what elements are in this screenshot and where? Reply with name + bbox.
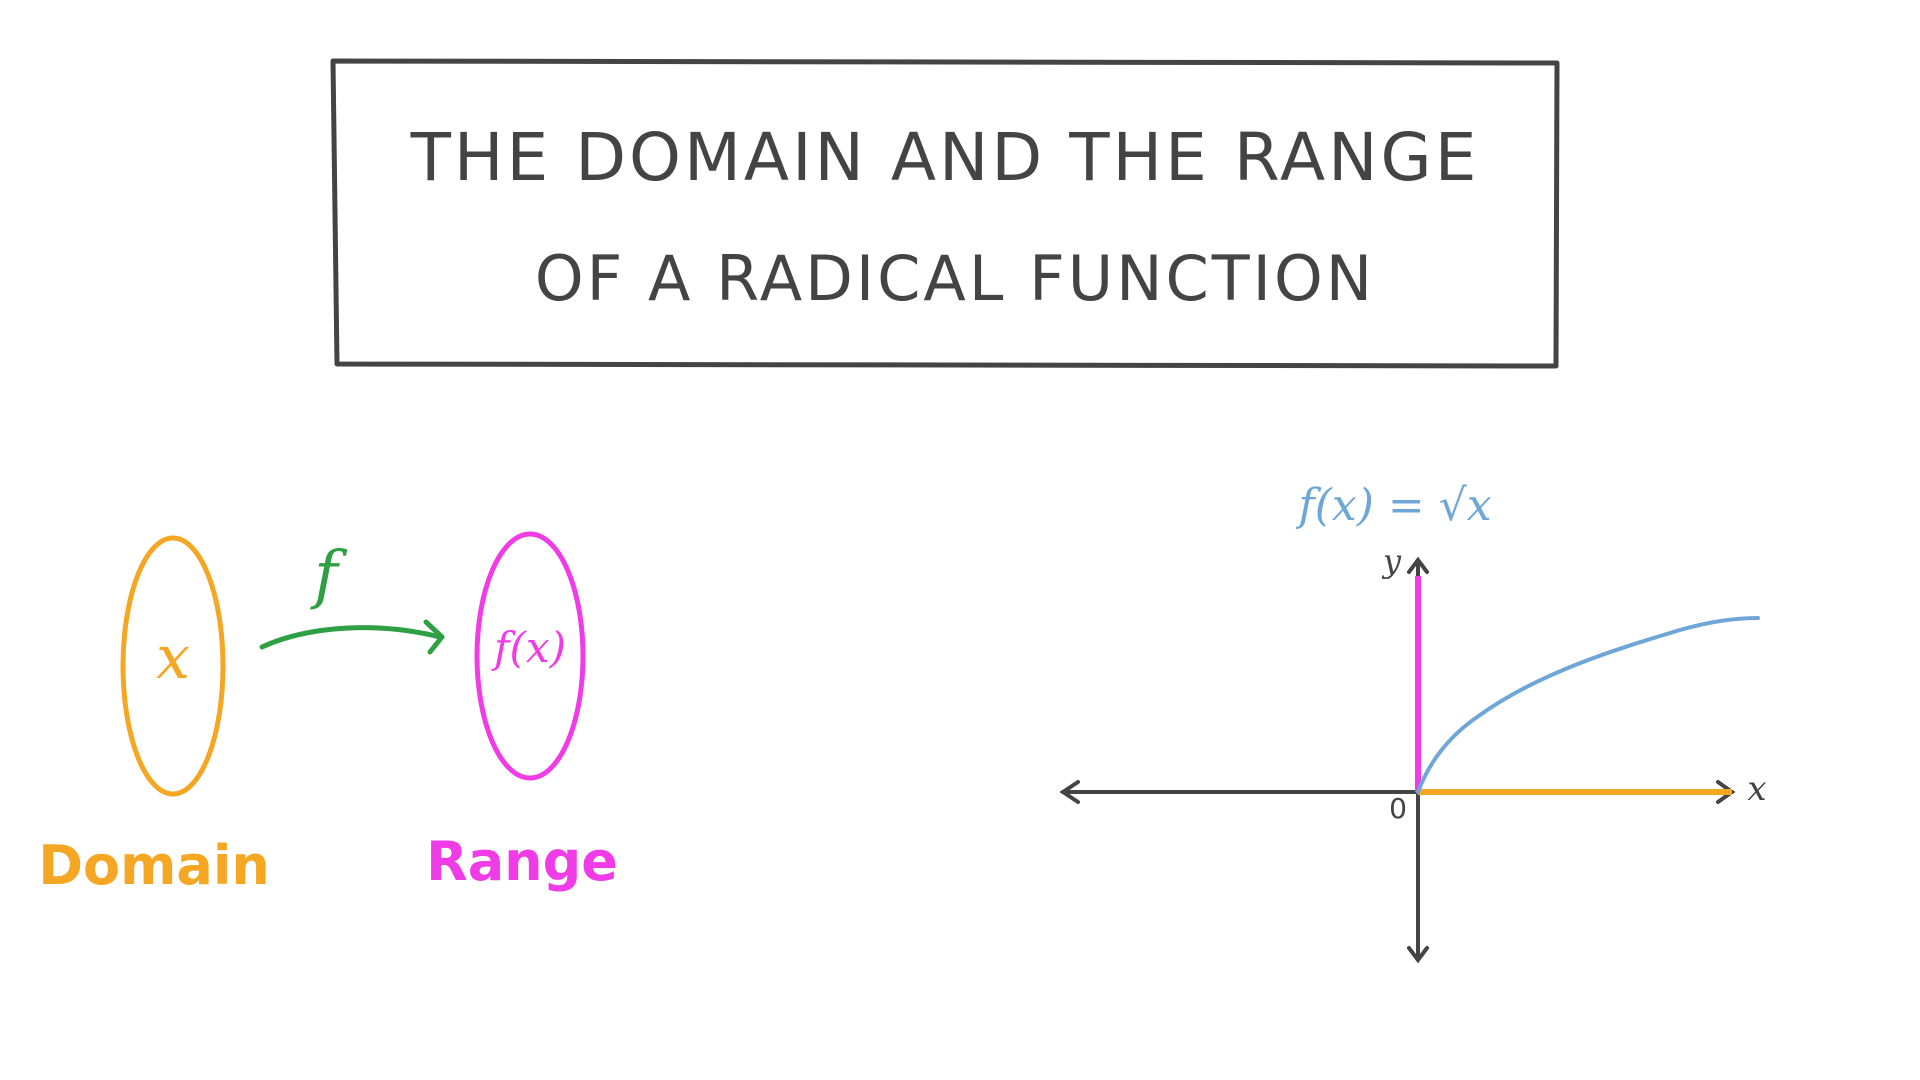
title-frame [330, 58, 1560, 369]
x-axis-label: x [1747, 769, 1766, 809]
function-label: f(x) = √x [1295, 480, 1491, 531]
y-axis-down-arrow [1407, 946, 1429, 964]
domain-element: x [156, 623, 190, 693]
domain-set: x Domain [38, 535, 270, 897]
domain-label: Domain [38, 834, 270, 897]
y-axis-label: y [1381, 542, 1402, 580]
range-label: Range [426, 830, 618, 893]
title-line-2: OF A RADICAL FUNCTION [535, 242, 1375, 315]
origin-label: 0 [1389, 792, 1407, 825]
range-set: f(x) Range [426, 531, 618, 893]
sqrt-curve [1416, 616, 1760, 794]
range-element: f(x) [491, 623, 566, 672]
x-axis-left-arrow [1059, 780, 1080, 804]
arrow-shaft [259, 625, 443, 650]
y-axis-up-arrow [1407, 556, 1429, 574]
title-line-1: THE DOMAIN AND THE RANGE [410, 119, 1480, 196]
mapping-arrow: f [259, 538, 445, 655]
arrow-label: f [310, 538, 348, 612]
graph: f(x) = √x x y 0 [1059, 480, 1767, 964]
range-oval [474, 531, 586, 781]
domain-oval [120, 535, 226, 797]
arrow-head [423, 619, 445, 655]
title-box: THE DOMAIN AND THE RANGE OF A RADICAL FU… [330, 58, 1560, 369]
